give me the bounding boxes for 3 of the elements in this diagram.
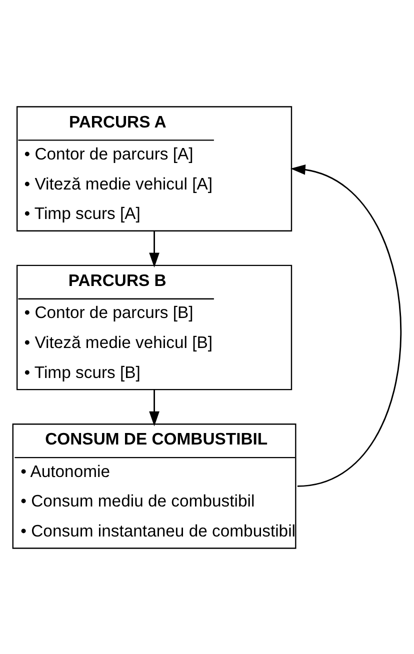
arrow <box>149 230 160 267</box>
arrow <box>149 389 160 426</box>
arrow <box>290 164 402 486</box>
